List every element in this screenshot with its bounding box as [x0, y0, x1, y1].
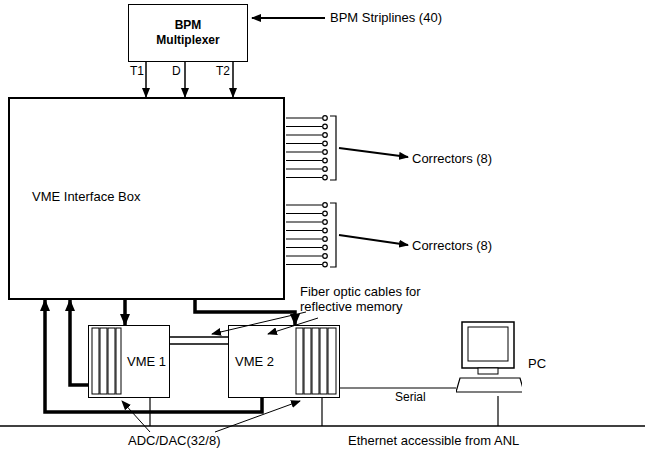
pointer-arrow	[215, 401, 300, 432]
annotation: BPM Striplines (40)	[330, 10, 442, 25]
pointer-arrow	[339, 148, 408, 157]
signal-name: Serial	[394, 391, 427, 404]
connector	[340, 387, 456, 388]
node-label: VME 2	[235, 354, 274, 369]
node-label: BPM Multiplexer	[148, 18, 228, 48]
connector	[70, 300, 88, 385]
node-label: VME Interface Box	[32, 189, 140, 204]
pointer-arrow	[122, 401, 150, 432]
computer-icon	[456, 318, 522, 398]
annotation: Correctors (8)	[412, 151, 492, 166]
pointer-arrow	[339, 235, 408, 245]
computer: PC	[456, 318, 550, 398]
signal-name: D	[171, 65, 182, 78]
connector	[195, 300, 295, 325]
leader-line	[212, 312, 306, 334]
annotation: ADC/DAC(32/8)	[128, 433, 220, 448]
multiplexer-box: BPM Multiplexer	[128, 4, 248, 62]
annotation: Ethernet accessible from ANL	[348, 433, 519, 448]
node-label: VME 1	[127, 354, 166, 369]
annotation: Fiber optic cables for reflective memory	[300, 284, 450, 314]
input-arrow	[252, 17, 325, 19]
signal-name: T2	[215, 65, 231, 78]
bracket	[330, 203, 336, 267]
vme-modules	[92, 328, 336, 394]
corrector-wires	[286, 116, 327, 267]
vme-crate: VME 2	[228, 325, 340, 398]
node-label: PC	[528, 356, 546, 371]
connector	[123, 300, 127, 325]
bracket	[330, 116, 336, 180]
connector	[232, 62, 234, 97]
vme-crate: VME 1	[88, 325, 170, 398]
connector	[170, 337, 228, 344]
connector	[45, 300, 262, 412]
connector	[145, 62, 147, 97]
interface-box: VME Interface Box	[8, 97, 285, 300]
leader-line	[268, 318, 318, 334]
ethernet-drop	[497, 396, 498, 426]
ethernet-drop	[321, 398, 322, 426]
connector	[184, 62, 186, 97]
signal-name: T1	[129, 65, 145, 78]
annotation: Correctors (8)	[412, 238, 492, 253]
